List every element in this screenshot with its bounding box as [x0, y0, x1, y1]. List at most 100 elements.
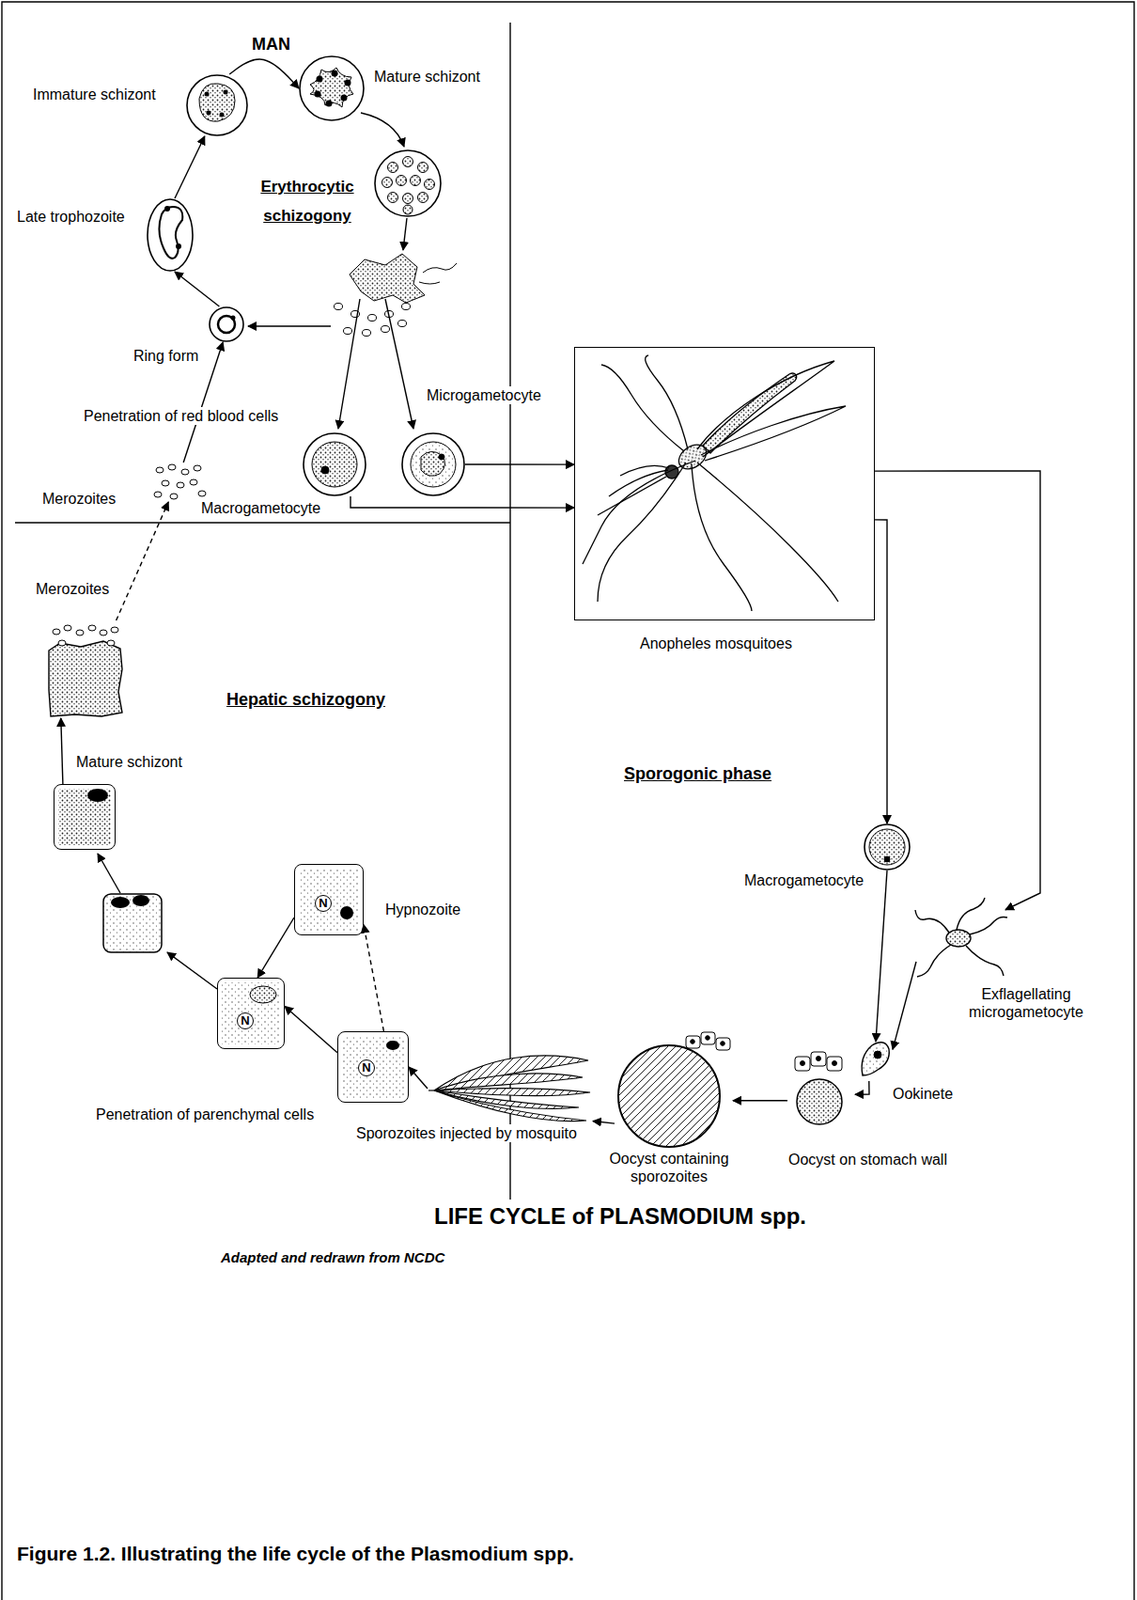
mature-schizont-drawing: [310, 67, 354, 108]
merozoite-drawing: [193, 465, 202, 471]
schizont-stage: Immature schizont: [186, 74, 249, 137]
oocyst-drawing: [618, 1044, 720, 1147]
phase-heading: Erythrocytic schizogony: [242, 171, 373, 231]
segmenter-drawing: [403, 193, 414, 204]
stage-arrow: [360, 112, 405, 147]
stage-arrow: [248, 325, 331, 327]
schizont-stage: Mature schizont: [298, 55, 365, 122]
segmenter-drawing: [403, 204, 413, 215]
exflagellating-drawing: [965, 945, 1004, 976]
mosquito-drawing: [582, 460, 696, 564]
merozoite-drawing: [161, 480, 170, 486]
arrow-label: Penetration of red blood cells: [81, 406, 281, 425]
stage-label: Macrogametocyte: [742, 871, 866, 889]
figure-frame: [509, 22, 511, 1200]
liver-cell-drawing: [386, 1040, 400, 1050]
sporozoite-stage: Sporozoites injected by mosquito: [427, 1054, 593, 1122]
salivary-gland-drawing: [434, 1090, 587, 1122]
oocyst-stage: Oocyst on stomach wall: [787, 1047, 856, 1125]
mosquito-drawing: [697, 360, 835, 457]
segmenter-drawing: [374, 150, 441, 217]
life-cycle-arrow: [174, 136, 205, 199]
gametocyte-drawing: [311, 441, 358, 487]
rupturing-schizont-drawing: [398, 320, 407, 328]
ookinete-drawing: [873, 1050, 882, 1059]
merozoite-stage: Merozoites: [150, 462, 211, 502]
ring-stage: Ring form: [208, 306, 245, 343]
merozoite-drawing: [154, 464, 206, 499]
phase-heading: Sporogonic phase: [622, 764, 774, 783]
liver-cell-drawing: [87, 788, 109, 802]
liver-cell-drawing: [58, 788, 111, 845]
mosquito-drawing: [620, 465, 670, 476]
segmenter-drawing: [388, 192, 399, 203]
life-cycle-arrow: [874, 470, 1041, 910]
merozoite-drawing: [181, 468, 189, 475]
exflagellating-drawing: [915, 909, 950, 933]
ookinete-stage: Ookinete: [858, 1041, 893, 1081]
gametocyte-drawing: [438, 453, 445, 460]
ring-form-drawing: [231, 315, 236, 321]
salivary-gland-drawing: [428, 1055, 591, 1122]
trophozoite-drawing: [164, 205, 171, 212]
immature-schizont-drawing: [223, 90, 229, 95]
gametocyte-stage: Microgametocyte: [401, 432, 466, 497]
stage-label: Ookinete: [890, 1084, 955, 1103]
cell-outline: [401, 432, 466, 497]
rupturing-schizont-drawing: [334, 303, 343, 311]
mature-schizont-drawing: [314, 91, 322, 98]
cell-outline: [209, 307, 244, 342]
stage-label: Microgametocyte: [424, 386, 544, 405]
stage-label: Immature schizont: [31, 85, 158, 104]
stage-label: Exflagellating microgametocyte: [949, 984, 1104, 1021]
mature-schizont-drawing: [344, 79, 352, 87]
cell-outline: [863, 823, 911, 871]
rupturing-schizont-drawing: [381, 326, 390, 333]
hepatic-merozoite-drawing: [110, 626, 119, 633]
merozoite-drawing: [176, 482, 185, 488]
sporogonic-drawing: [869, 828, 905, 865]
nucleus-label: N: [314, 894, 332, 912]
gametocyte-drawing: [420, 451, 446, 476]
mature-schizont-drawing: [331, 70, 339, 78]
cell-outline: [299, 56, 364, 121]
mosquito-drawing: [691, 464, 752, 611]
rupturing-schizont-drawing: [402, 303, 411, 311]
gametocyte-drawing: [410, 441, 456, 487]
liver-cell: N: [217, 977, 285, 1049]
oocyst-stage: Oocyst containing sporozoites: [614, 1033, 733, 1149]
cell-outline: [298, 55, 365, 122]
stage-label: Sporozoites injected by mosquito: [354, 1123, 579, 1142]
oocyst-drawing: [690, 1039, 696, 1044]
life-cycle-arrow: [174, 271, 219, 307]
mosquito-drawing: [697, 462, 839, 602]
hepatic-merozoite-drawing: [99, 629, 108, 636]
segmenter-drawing: [410, 175, 421, 187]
stage-label: Anopheles mosquitoes: [638, 634, 795, 653]
liver-cell-drawing: [58, 788, 405, 1098]
hepatic-merozoite-drawing: [48, 640, 123, 717]
hepatic-merozoite-drawing: [48, 624, 123, 717]
hepatic-merozoite-drawing: [88, 624, 96, 631]
rupturing-schizont-drawing: [362, 329, 372, 337]
stage-label: Macrogametocyte: [199, 498, 323, 517]
life-cycle-arrow: [229, 59, 299, 89]
mosquito-drawing: [608, 469, 669, 497]
cell-outline: [302, 432, 367, 497]
stage-label: Mature schizont: [372, 67, 483, 86]
segmenter-drawing: [388, 162, 399, 173]
liver-cell-drawing: [110, 896, 130, 908]
stage-label: Merozoites: [40, 489, 118, 508]
stage-label: Oocyst containing sporozoites: [601, 1149, 737, 1185]
mature-schizont-drawing: [326, 100, 333, 108]
life-cycle-arrow: [855, 1080, 870, 1094]
sporogonic-drawing: [884, 856, 890, 862]
figure-frame: [15, 521, 511, 523]
mosquito-drawing: [601, 364, 685, 452]
cell-outline: [186, 75, 248, 136]
figure-caption: Figure 1.2. Illustrating the life cycle …: [15, 1541, 577, 1565]
salivary-gland-drawing: [428, 1089, 435, 1091]
cell-outline: [208, 306, 245, 343]
